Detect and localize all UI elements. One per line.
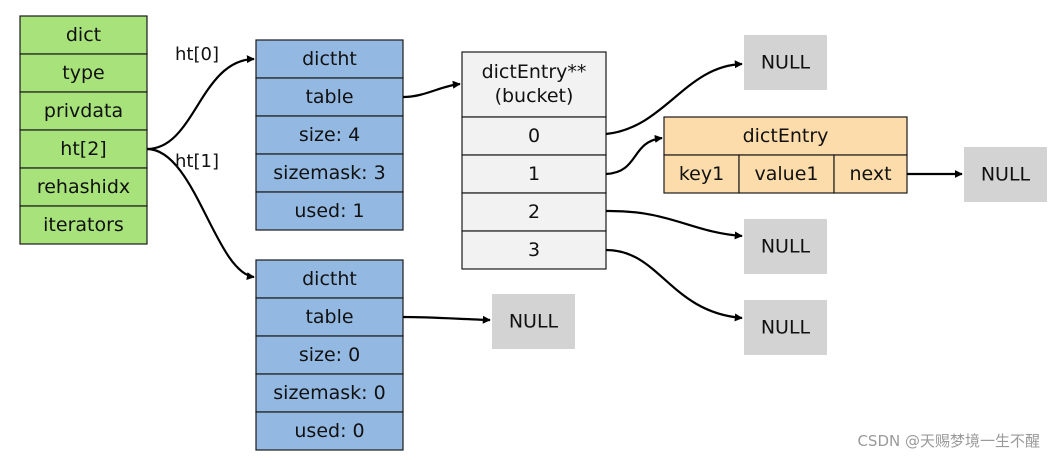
dictht1-cell-used-text: used: 0 (294, 420, 364, 442)
dictht-0: dictht table size: 4 sizemask: 3 used: 1 (255, 39, 404, 231)
null-box-bucket2 (744, 219, 827, 274)
dictht0-cell-table (255, 77, 404, 117)
bucket-array: dictEntry** (bucket) 0 1 2 3 (461, 51, 607, 270)
bucket-cell-3-text: 3 (528, 239, 540, 261)
null-text-bucket3: NULL (761, 317, 811, 339)
dictht-1: dictht table size: 0 sizemask: 0 used: 0 (255, 259, 404, 451)
dictht0-cell-size-text: size: 4 (299, 124, 360, 146)
dictht0-cell-used-text: used: 1 (294, 200, 364, 222)
dictht0-cell-sizemask (255, 153, 404, 193)
null-boxes: NULL NULL NULL NULL NULL (492, 35, 1047, 355)
dict-cell-privdata (19, 91, 148, 131)
edge-dict-to-ht0 (146, 55, 255, 151)
bucket-cell-1 (461, 154, 607, 194)
dict-cell-type (19, 53, 148, 93)
edge-table1-to-null (402, 315, 491, 324)
null-text-bucket0: NULL (761, 52, 811, 74)
edge-table0-to-buckets (402, 80, 461, 99)
edge-label-ht1: ht[1] (175, 151, 219, 172)
dictht1-cell-size (255, 335, 404, 375)
null-box-next (964, 147, 1047, 202)
dict-cell-title (19, 15, 148, 55)
null-box-table1 (492, 294, 575, 349)
entry-next-text: next (849, 163, 891, 185)
dictht0-cell-sizemask-text: sizemask: 3 (273, 162, 385, 184)
entry-key-text: key1 (679, 163, 724, 185)
entry-title-text: dictEntry (743, 125, 829, 147)
null-text-table1: NULL (509, 311, 559, 333)
dict-cell-rehashidx-text: rehashidx (37, 176, 130, 198)
bucket-cell-2 (461, 192, 607, 232)
entry-value-text: value1 (755, 163, 819, 185)
entry-title-cell (663, 116, 908, 156)
null-box-bucket3 (744, 300, 827, 355)
dict-cell-privdata-text: privdata (44, 100, 123, 122)
edge-bucket2-to-null (605, 209, 743, 240)
dictht0-cell-used (255, 191, 404, 231)
null-text-bucket2: NULL (761, 236, 811, 258)
bucket-cell-2-text: 2 (528, 201, 540, 223)
edge-bucket3-to-null (605, 248, 743, 322)
dictht1-cell-size-text: size: 0 (299, 344, 360, 366)
dict-cell-iterators (19, 205, 148, 245)
bucket-header (461, 51, 607, 118)
bucket-cell-0 (461, 116, 607, 156)
edge-dict-to-ht1 (146, 147, 255, 281)
dictht0-cell-title-text: dictht (302, 48, 357, 70)
bucket-cell-1-text: 1 (528, 163, 540, 185)
dictht0-cell-table-text: table (305, 86, 353, 108)
edge-bucket0-to-null (605, 60, 743, 136)
edge-bucket1-to-entry (605, 134, 663, 176)
dict-entry: dictEntry key1 value1 next (663, 116, 908, 194)
dict-cell-type-text: type (62, 62, 104, 84)
null-box-bucket0 (744, 35, 827, 90)
bucket-cell-3 (461, 230, 607, 270)
dict-cell-iterators-text: iterators (43, 214, 124, 236)
entry-key-cell (663, 154, 740, 194)
bucket-cell-0-text: 0 (528, 125, 540, 147)
dictht1-cell-table-text: table (305, 306, 353, 328)
dict-struct: dict type privdata ht[2] rehashidx itera… (19, 15, 148, 245)
dictht1-cell-sizemask-text: sizemask: 0 (273, 382, 385, 404)
watermark: CSDN @天赐梦境一生不醒 (857, 432, 1040, 450)
dictht1-cell-title-text: dictht (302, 268, 357, 290)
dictht1-cell-title (255, 259, 404, 299)
bucket-header-line1: dictEntry** (482, 61, 587, 83)
bucket-header-line2: (bucket) (495, 85, 574, 107)
dictht1-cell-used (255, 411, 404, 451)
null-text-next: NULL (981, 164, 1031, 186)
dict-cell-ht-text: ht[2] (60, 138, 106, 160)
edge-label-ht0: ht[0] (175, 44, 219, 65)
entry-next-cell (833, 154, 908, 194)
connectors (146, 55, 963, 324)
dict-cell-title-text: dict (66, 24, 101, 46)
